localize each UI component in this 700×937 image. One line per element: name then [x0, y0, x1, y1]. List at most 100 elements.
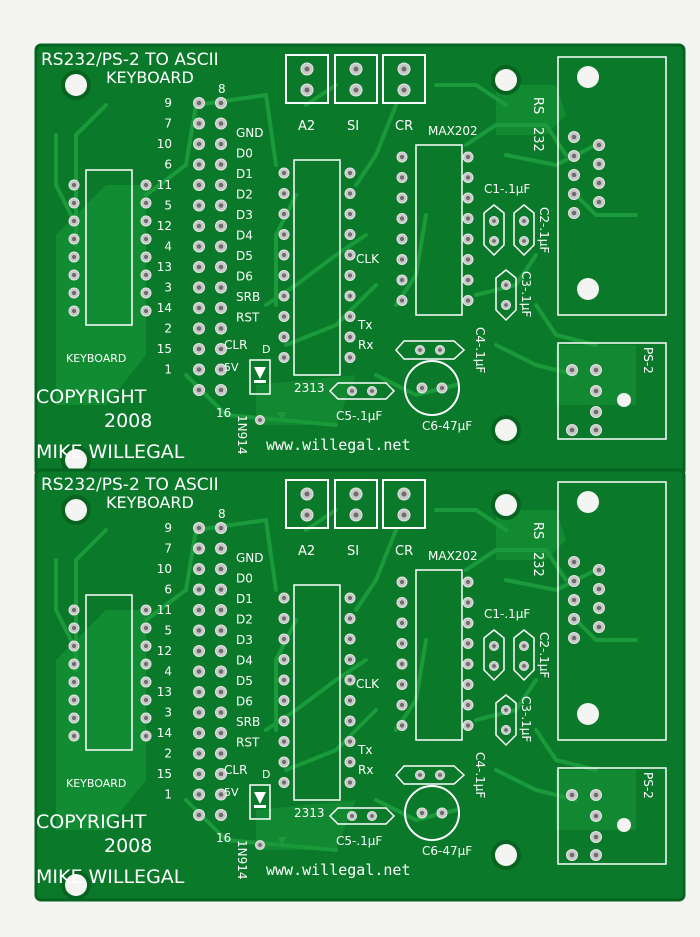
- diode-symbol: [254, 367, 266, 379]
- pad-drill: [71, 625, 77, 631]
- pad-drill: [281, 273, 287, 278]
- pad-drill: [218, 285, 224, 290]
- pin-number: 4: [164, 240, 172, 254]
- pad-drill: [347, 759, 353, 765]
- pad-drill: [196, 285, 202, 290]
- mounting-hole-tl: [65, 499, 87, 521]
- pin-label: RST: [236, 311, 260, 325]
- pad-drill: [419, 810, 425, 816]
- tx-label: Tx: [357, 743, 372, 757]
- pad-drill: [347, 252, 353, 258]
- pad-drill: [196, 628, 202, 633]
- author-name: MIKE WILLEGAL: [36, 866, 185, 888]
- keyboard-header-outline: [85, 594, 133, 751]
- jumper-label-0: A2: [298, 544, 315, 559]
- pad-drill: [218, 525, 224, 531]
- ps2-outline: [557, 342, 667, 440]
- pad-drill: [593, 367, 599, 373]
- pad-drill: [281, 355, 287, 360]
- pad-drill: [71, 715, 77, 721]
- diode-arrow: [277, 412, 287, 420]
- pad-drill: [439, 810, 445, 816]
- jumper-outline: [382, 479, 426, 529]
- pad-drill: [196, 387, 202, 393]
- jumper-label-0: A2: [298, 119, 315, 134]
- board-subtitle: KEYBOARD: [106, 493, 194, 512]
- pad-drill: [569, 852, 575, 858]
- pad-drill: [281, 595, 287, 601]
- pin-label: D1: [236, 167, 253, 181]
- pad-drill: [347, 677, 353, 683]
- cap-c2-outline: [513, 629, 535, 682]
- mounting-hole-tl: [65, 74, 87, 96]
- pad-drill: [347, 718, 353, 724]
- pad-drill: [465, 723, 471, 728]
- pad-drill: [347, 314, 353, 319]
- pad-drill: [571, 153, 577, 159]
- cap-c6-label: C6-47µF: [422, 844, 472, 858]
- pin-label: D4: [236, 229, 253, 243]
- pin-number: 5: [164, 624, 172, 638]
- pin-number: 15: [157, 342, 172, 356]
- cap-c1-outline: [483, 204, 505, 257]
- rs232-mount-top: [577, 491, 599, 513]
- pad-drill: [465, 257, 471, 262]
- pad-drill: [347, 293, 353, 299]
- pad-drill: [304, 512, 310, 518]
- pad-drill: [492, 664, 496, 668]
- pad-drill: [143, 290, 149, 296]
- pad-drill: [419, 385, 425, 391]
- pin-number: 14: [157, 726, 172, 740]
- website-url: www.willegal.net: [266, 861, 411, 879]
- pad-drill: [399, 236, 405, 242]
- pad-drill: [196, 730, 202, 736]
- pad-drill: [196, 566, 202, 572]
- pin-number-8: 8: [218, 507, 226, 521]
- pin-number: 9: [164, 96, 172, 110]
- pad-drill: [218, 771, 224, 777]
- pad-drill: [218, 607, 224, 613]
- pad-drill: [347, 698, 353, 703]
- pad-drill: [196, 244, 202, 249]
- pad-drill: [596, 624, 602, 630]
- jumper-label-2: CR: [395, 119, 413, 134]
- pin-number: 1: [164, 788, 172, 802]
- pad-drill: [218, 162, 224, 167]
- pad-drill: [218, 244, 224, 249]
- trace-4: [354, 528, 398, 612]
- keyboard-header-outline: [85, 169, 133, 326]
- trace-3: [284, 283, 378, 347]
- pad-drill: [71, 254, 77, 260]
- trace-13: [574, 618, 638, 642]
- pad-drill: [347, 657, 353, 662]
- pad-drill: [399, 298, 405, 303]
- pad-drill: [596, 567, 602, 573]
- mounting-hole-bl: [65, 874, 87, 896]
- trace-8: [504, 568, 598, 593]
- pad-drill: [571, 559, 577, 565]
- pad-drill: [350, 814, 354, 818]
- pin-number-16: 16: [216, 831, 231, 845]
- pad-drill: [353, 87, 359, 93]
- pad-drill: [143, 715, 149, 721]
- pad-drill: [418, 773, 422, 777]
- mounting-hole-tr: [495, 69, 517, 91]
- diode-symbol: [254, 792, 266, 804]
- pad-drill: [438, 773, 442, 777]
- pad-drill: [465, 277, 471, 283]
- trace-3: [284, 708, 378, 772]
- pad-drill: [196, 689, 202, 695]
- pad-drill: [593, 409, 599, 415]
- pad-drill: [196, 182, 202, 188]
- pad-drill: [71, 661, 77, 667]
- pad-drill: [571, 134, 577, 140]
- pad-drill: [347, 232, 353, 237]
- pad-drill: [304, 87, 310, 93]
- rx-label: Rx: [358, 338, 373, 352]
- pad-drill: [399, 257, 405, 262]
- pad-drill: [218, 346, 224, 352]
- pad-drill: [218, 710, 224, 715]
- pin-label: D0: [236, 572, 253, 586]
- pad-drill: [218, 546, 224, 551]
- pad-drill: [399, 216, 405, 221]
